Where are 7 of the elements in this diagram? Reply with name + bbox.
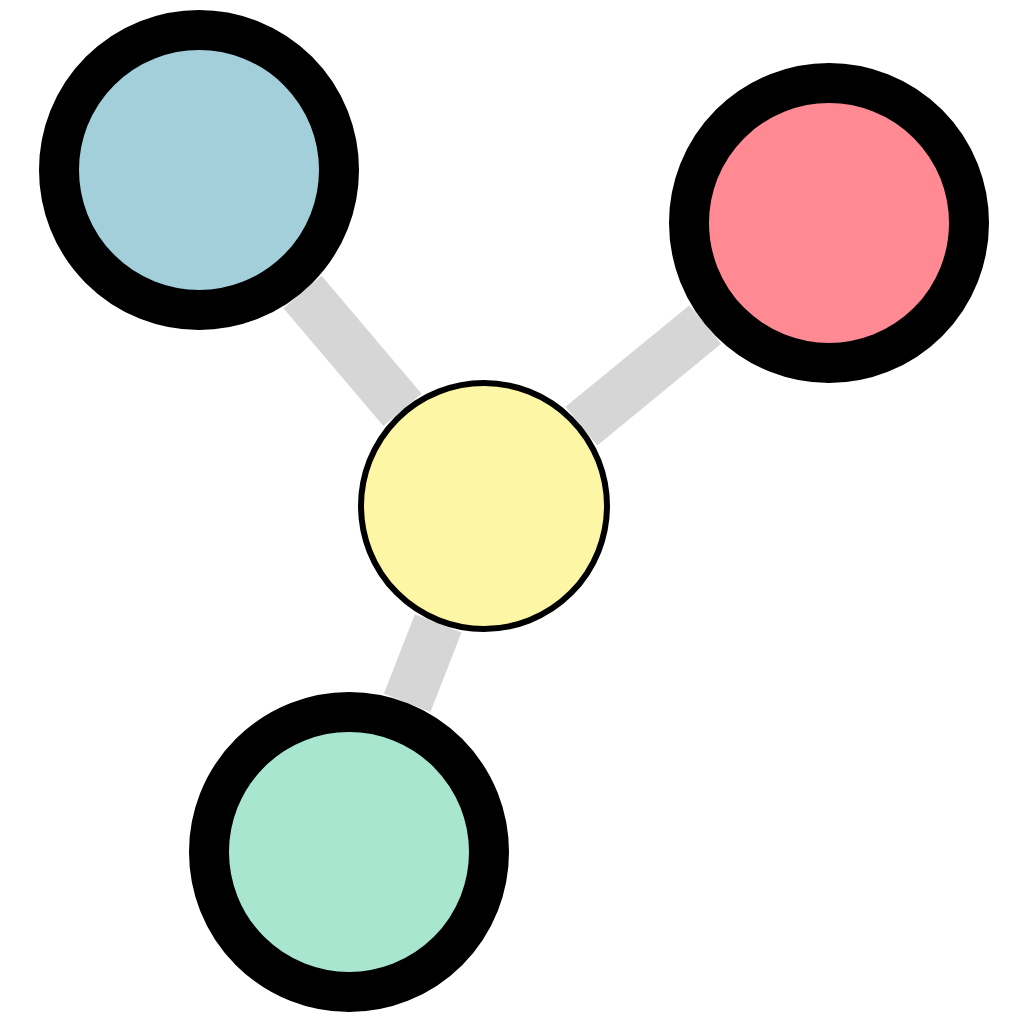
connector-line <box>383 614 462 713</box>
circle-node <box>189 692 509 1012</box>
circle-node <box>39 10 359 330</box>
connector-line <box>283 275 422 427</box>
circle-node <box>669 63 989 383</box>
connector-line <box>565 305 722 446</box>
circle-node <box>358 380 610 632</box>
